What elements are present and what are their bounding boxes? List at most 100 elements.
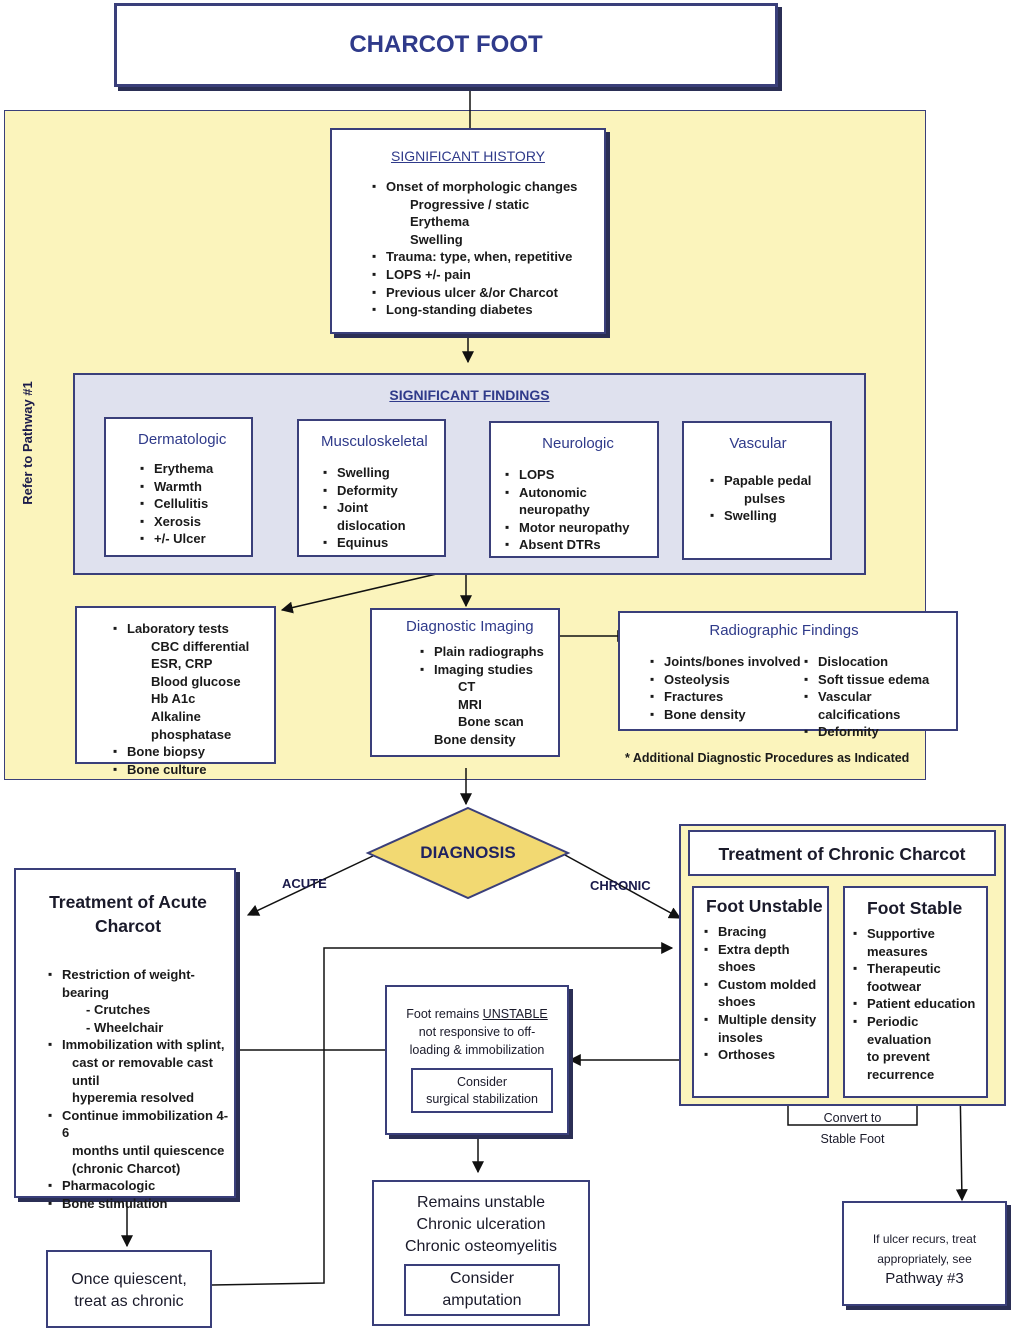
history-item: Onset of morphologic changes [372, 178, 594, 196]
foot-unstable-item: shoes [718, 959, 756, 975]
dermatologic-item: Cellulitis [140, 495, 245, 513]
vascular-item: Swelling [710, 507, 826, 525]
chronic-arrow [564, 854, 682, 919]
surgical-stabilization: surgical stabilization [426, 1092, 538, 1106]
amputation-label: amputation [442, 1292, 522, 1309]
neurologic-item: Motor neuropathy [505, 519, 653, 537]
foot-stable-item: to prevent [867, 1049, 930, 1065]
neurologic-title: Neurologic [542, 435, 614, 452]
lab-item: Hb A1c [151, 691, 196, 707]
convert-line2: Stable Foot [820, 1132, 885, 1146]
history-item: LOPS +/- pain [372, 266, 594, 284]
musculoskeletal-title: Musculoskeletal [321, 433, 428, 450]
convert-line1: Convert to [823, 1111, 882, 1125]
history-list: Onset of morphologic changesProgressive … [370, 178, 594, 319]
quiescent-loop-line [211, 942, 674, 1286]
foot-stable-item: Therapeutic [853, 960, 984, 978]
vascular-item: Papable pedal [710, 472, 826, 490]
chronic-title: Treatment of Chronic Charcot [718, 844, 966, 864]
unstable-line2: not responsive to off- [418, 1025, 536, 1039]
amputation-consider: Consider [449, 1270, 515, 1287]
acute-arrow [246, 854, 376, 916]
ulcer-line3: Pathway #3 [885, 1270, 964, 1287]
acute-item: - Wheelchair [86, 1019, 164, 1035]
imaging-item: MRI [458, 696, 482, 712]
radiographic-item: Bone density [650, 706, 804, 724]
foot-stable-item: measures [867, 943, 928, 959]
acute-item: Continue immobilization 4-6 [48, 1107, 230, 1142]
vascular-item: pulses [744, 490, 786, 506]
musculoskeletal-item: Swelling [323, 464, 440, 482]
remains-line1: Remains unstable [416, 1194, 546, 1211]
foot-stable-box: Foot Stable SupportivemeasuresTherapeuti… [843, 886, 988, 1098]
foot-stable-item: Patient education [853, 995, 984, 1013]
remains-line2: Chronic ulceration [416, 1216, 546, 1233]
lab-item: Bone culture [113, 761, 270, 779]
acute-item: hyperemia resolved [72, 1090, 195, 1106]
title-box: CHARCOT FOOT [114, 3, 778, 87]
radiographic-item: Vascular calcifications [804, 688, 950, 723]
acute-title-line2: Charcot [94, 916, 162, 936]
unstable-line1-emphasis: UNSTABLE [482, 1007, 548, 1021]
neurologic-box: Neurologic LOPSAutonomic neuropathyMotor… [489, 421, 659, 558]
imaging-item: Imaging studies [420, 661, 554, 679]
unstable-box: Foot remains UNSTABLE not responsive to … [385, 985, 569, 1135]
page-title: CHARCOT FOOT [349, 31, 543, 58]
diagnosis-label: DIAGNOSIS [420, 843, 516, 862]
radiographic-right-list: DislocationSoft tissue edemaVascular cal… [804, 653, 950, 741]
quiescent-box: Once quiescent, treat as chronic [46, 1250, 212, 1328]
radiographic-box: Radiographic Findings Joints/bones invol… [618, 611, 958, 741]
neurologic-list: LOPSAutonomic neuropathyMotor neuropathy… [503, 466, 653, 554]
radiographic-left-list: Joints/bones involvedOsteolysisFractures… [648, 653, 804, 741]
imaging-item: Plain radiographs [420, 643, 554, 661]
history-heading: SIGNIFICANT HISTORY [390, 148, 546, 164]
quiescent-line2: treat as chronic [74, 1293, 184, 1310]
dermatologic-item: Warmth [140, 478, 245, 496]
imaging-item: Bone scan [458, 714, 524, 730]
history-item: Progressive / static [410, 196, 530, 212]
foot-unstable-item: Multiple density [704, 1011, 825, 1029]
musculoskeletal-item: Deformity [323, 482, 440, 500]
lab-item: Alkaline phosphatase [151, 708, 232, 742]
findings-heading: SIGNIFICANT FINDINGS [389, 387, 550, 403]
musculoskeletal-list: SwellingDeformityJoint dislocationEquinu… [321, 464, 440, 552]
foot-unstable-item: Bracing [704, 923, 825, 941]
foot-unstable-item: Extra depth [704, 941, 825, 959]
dermatologic-title: Dermatologic [138, 431, 227, 448]
remains-line3: Chronic osteomyelitis [404, 1238, 558, 1255]
ulcer-line2: appropriately, see [877, 1252, 972, 1266]
imaging-item: CT [458, 679, 476, 695]
chronic-label: CHRONIC [590, 878, 651, 893]
acute-box: Treatment of Acute Charcot Restriction o… [14, 868, 236, 1212]
foot-stable-item: footwear [867, 978, 922, 994]
acute-item: Bone stimulation [48, 1195, 230, 1213]
lab-arrow [280, 571, 446, 614]
surgical-stabilization-box: Consider surgical stabilization [411, 1068, 553, 1113]
imaging-title: Diagnostic Imaging [406, 618, 534, 635]
foot-unstable-item: Custom molded [704, 976, 825, 994]
quiescent-line1: Once quiescent, [71, 1271, 187, 1288]
lab-item: CBC differential [151, 638, 250, 654]
acute-item: - Crutches [86, 1002, 151, 1018]
lab-item: ESR, CRP [151, 656, 213, 672]
history-item: Swelling [410, 231, 463, 247]
history-item: Erythema [410, 214, 470, 230]
vascular-box: Vascular Papable pedal pulses Swelling [682, 421, 832, 560]
history-item: Previous ulcer &/or Charcot [372, 284, 594, 302]
remains-unstable-box: Remains unstable Chronic ulceration Chro… [372, 1180, 590, 1326]
neurologic-item: LOPS [505, 466, 653, 484]
neurologic-item: Absent DTRs [505, 536, 653, 554]
acute-item: Pharmacologic [48, 1177, 230, 1195]
acute-item: (chronic Charcot) [72, 1160, 181, 1176]
neurologic-item: Autonomic neuropathy [505, 484, 653, 519]
additional-note: * Additional Diagnostic Procedures as In… [625, 751, 910, 765]
radiographic-item: Fractures [650, 688, 804, 706]
foot-stable-item: Supportive [853, 925, 984, 943]
diagnosis-diamond [365, 806, 571, 900]
radiographic-item: Soft tissue edema [804, 671, 950, 689]
amputation-box: Consider amputation [404, 1264, 560, 1316]
radiographic-item: Osteolysis [650, 671, 804, 689]
